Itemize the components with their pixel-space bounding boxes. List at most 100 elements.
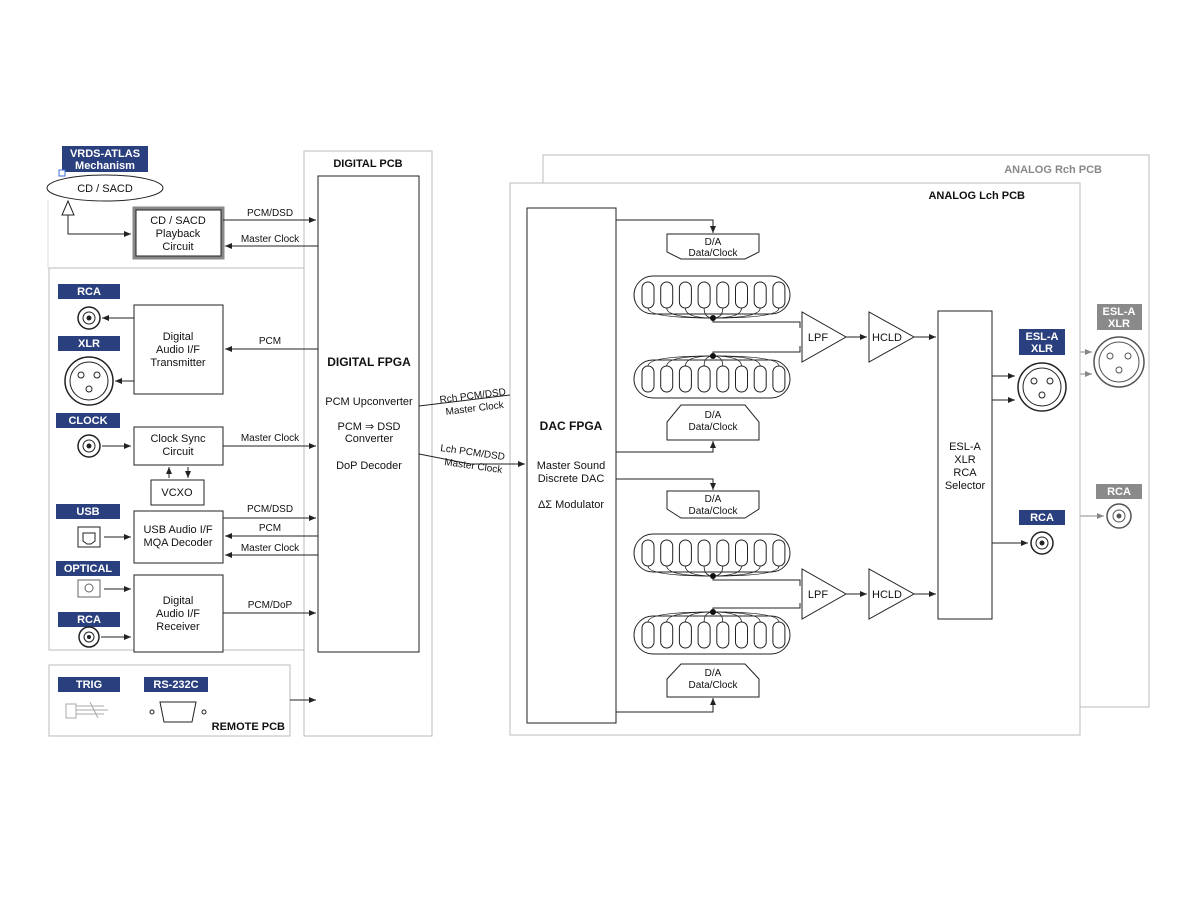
dac-module-bank <box>633 611 791 655</box>
dac-module-element <box>753 365 767 393</box>
svg-text:XLR: XLR <box>78 338 100 350</box>
usb-b-connector-icon <box>77 526 101 548</box>
svg-text:DoP Decoder: DoP Decoder <box>336 460 402 472</box>
xlr-connector-icon <box>1093 336 1145 388</box>
svg-text:CD / SACD: CD / SACD <box>150 215 206 227</box>
trig-tag: TRIG <box>58 677 120 692</box>
lpf-lower: LPF <box>801 568 848 620</box>
lpf-upper: LPF <box>801 311 848 363</box>
dac-module-element <box>660 365 674 393</box>
svg-text:PCM Upconverter: PCM Upconverter <box>325 396 413 408</box>
svg-text:Playback: Playback <box>156 228 201 240</box>
svg-text:RCA: RCA <box>1030 512 1054 524</box>
svg-text:PCM/DSD: PCM/DSD <box>247 208 293 219</box>
svg-text:XLR: XLR <box>1108 318 1130 330</box>
xlr-connector-icon <box>1017 362 1067 412</box>
svg-text:ESL-A: ESL-A <box>1026 331 1059 343</box>
esla-xlr-tag-rch: ESL-A XLR <box>1097 304 1142 330</box>
svg-text:MQA Decoder: MQA Decoder <box>143 537 212 549</box>
dac-module-element <box>772 539 786 567</box>
dac-module-element <box>641 621 655 649</box>
svg-text:Digital: Digital <box>163 595 194 607</box>
svg-text:USB Audio I/F: USB Audio I/F <box>143 524 212 536</box>
rca-connector-icon <box>77 306 101 330</box>
svg-text:Audio I/F: Audio I/F <box>156 344 200 356</box>
svg-text:USB: USB <box>76 506 99 518</box>
esla-selector: ESL-A XLR RCA Selector <box>937 310 993 620</box>
svg-text:REMOTE PCB: REMOTE PCB <box>212 721 285 733</box>
svg-text:DAC FPGA: DAC FPGA <box>540 419 603 433</box>
dac-module-element <box>753 539 767 567</box>
da-unit-3: D/A Data/Clock <box>666 490 760 519</box>
da-unit-4: D/A Data/Clock <box>666 663 760 698</box>
dac-module-element <box>660 621 674 649</box>
svg-text:TRIG: TRIG <box>76 679 102 691</box>
digital-fpga-block: DIGITAL FPGA PCM Upconverter PCM ⇒ DSD C… <box>317 175 420 653</box>
svg-text:LPF: LPF <box>808 589 828 601</box>
svg-text:D/A: D/A <box>705 410 722 421</box>
svg-text:Master Clock: Master Clock <box>241 234 300 245</box>
vrds-atlas-tag: VRDS-ATLAS Mechanism <box>62 146 148 172</box>
dac-module-bank <box>633 355 791 399</box>
hcld-upper: HCLD <box>868 311 916 363</box>
svg-text:XLR: XLR <box>1031 343 1053 355</box>
dac-module-element <box>735 281 748 309</box>
rca-in-tag: RCA <box>58 612 120 627</box>
svg-text:Clock Sync: Clock Sync <box>150 433 206 445</box>
svg-text:Master Clock: Master Clock <box>241 433 300 444</box>
usb-audio-if: USB Audio I/F MQA Decoder <box>133 510 224 564</box>
svg-text:D/A: D/A <box>705 668 722 679</box>
rca-out-tag: RCA <box>58 284 120 299</box>
svg-text:CLOCK: CLOCK <box>68 415 107 427</box>
dac-module-element <box>697 281 711 309</box>
svg-text:ESL-A: ESL-A <box>949 441 981 453</box>
rca-tag-rch: RCA <box>1096 484 1142 499</box>
svg-text:Data/Clock: Data/Clock <box>689 248 739 259</box>
optical-tag: OPTICAL <box>56 561 120 576</box>
svg-text:Audio I/F: Audio I/F <box>156 608 200 620</box>
clock-tag: CLOCK <box>56 413 120 428</box>
svg-text:OPTICAL: OPTICAL <box>64 563 113 575</box>
svg-text:Master Clock: Master Clock <box>241 543 300 554</box>
dac-module-element <box>735 365 748 393</box>
digital-audio-receiver: Digital Audio I/F Receiver <box>133 574 224 653</box>
dac-module-element <box>697 365 711 393</box>
svg-text:Receiver: Receiver <box>156 621 200 633</box>
dac-module-element <box>735 621 748 649</box>
usb-tag: USB <box>56 504 120 519</box>
xlr-out-tag: XLR <box>58 336 120 351</box>
svg-text:Mechanism: Mechanism <box>75 160 135 172</box>
svg-text:Digital: Digital <box>163 331 194 343</box>
svg-text:Converter: Converter <box>345 433 394 445</box>
esla-xlr-tag-lch: ESL-A XLR <box>1019 329 1065 355</box>
svg-text:RCA: RCA <box>953 467 977 479</box>
svg-text:PCM/DSD: PCM/DSD <box>247 504 293 515</box>
dac-module-element <box>772 281 786 309</box>
dac-module-element <box>716 365 730 393</box>
xlr-connector-icon <box>64 356 114 406</box>
dac-module-element <box>697 621 711 649</box>
dac-module-element <box>716 621 730 649</box>
svg-text:Circuit: Circuit <box>162 446 193 458</box>
rca-connector-icon <box>78 626 100 648</box>
rs232c-tag: RS-232C <box>144 677 208 692</box>
svg-text:Data/Clock: Data/Clock <box>689 422 739 433</box>
da-unit-1: D/A Data/Clock <box>666 233 760 260</box>
remote-pcb: REMOTE PCB <box>48 664 291 737</box>
svg-text:HCLD: HCLD <box>872 589 902 601</box>
svg-text:RCA: RCA <box>77 286 101 298</box>
svg-text:PCM: PCM <box>259 523 281 534</box>
disc-label: CD / SACD <box>77 183 133 195</box>
svg-text:D/A: D/A <box>705 494 722 505</box>
dac-module-element <box>772 365 786 393</box>
rca-tag-lch: RCA <box>1019 510 1065 525</box>
vcxo-block: VCXO <box>150 479 205 506</box>
dac-module-element <box>678 365 692 393</box>
svg-text:RCA: RCA <box>1107 486 1131 498</box>
dac-module-element <box>660 281 674 309</box>
dac-module-element <box>735 539 748 567</box>
dac-module-element <box>641 539 655 567</box>
dac-module-element <box>678 281 692 309</box>
svg-text:DIGITAL FPGA: DIGITAL FPGA <box>327 355 411 369</box>
